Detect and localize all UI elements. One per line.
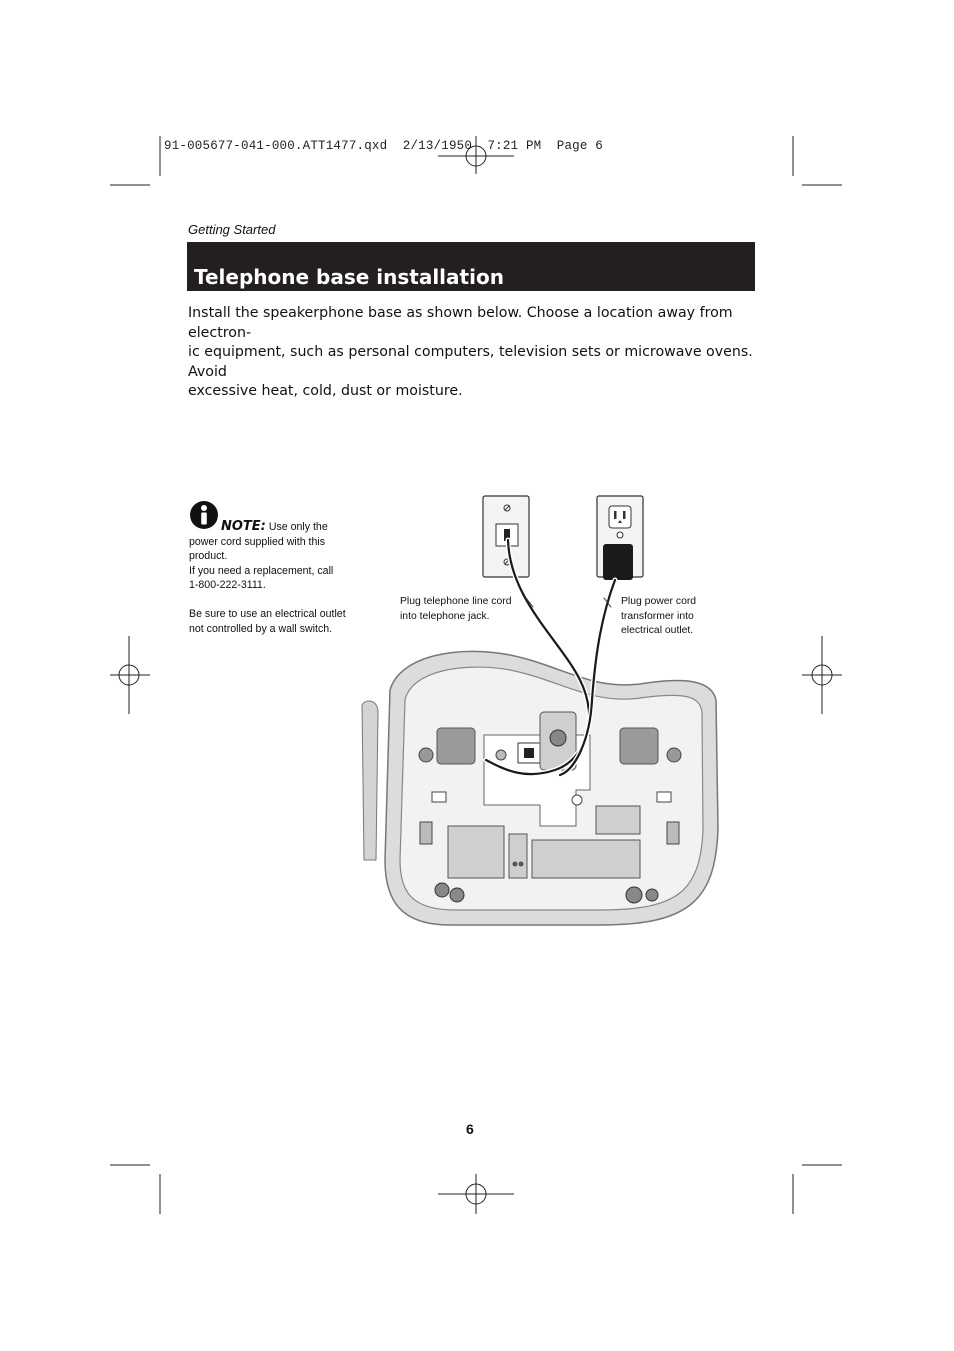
title-bar: Telephone base installation (187, 242, 755, 291)
intro-line: excessive heat, cold, dust or moisture. (188, 383, 463, 399)
power-outlet-callout: Plug power cord transformer into electri… (621, 595, 696, 639)
page-title: Telephone base installation (194, 265, 504, 289)
note-line: Be sure to use an electrical outlet (189, 608, 346, 620)
note-first-line: NOTE: Use only the (189, 500, 359, 535)
note-box: NOTE: Use only the power cord supplied w… (189, 500, 359, 636)
callout-line: transformer into (621, 610, 694, 622)
note-line: not controlled by a wall switch. (189, 622, 333, 635)
callout-line: Plug power cord (621, 596, 697, 607)
intro-paragraph: Install the speakerphone base as shown b… (188, 304, 756, 402)
print-slug: 91-005677-041-000.ATT1477.qxd 2/13/1950 … (164, 139, 603, 153)
base-installation-diagram (361, 495, 719, 926)
intro-line: ic equipment, such as personal computers… (188, 344, 753, 380)
telephone-wall-jack (482, 495, 530, 578)
note-line: 1-800-222-3111. (189, 579, 266, 591)
intro-line: Install the speakerphone base as shown b… (188, 305, 733, 341)
callout-line: into telephone jack. (400, 610, 490, 622)
note-line: If you need a replacement, call (189, 564, 334, 577)
speakerphone-base (361, 650, 719, 926)
section-label: Getting Started (188, 222, 276, 237)
electrical-outlet (596, 495, 644, 580)
page-number: 6 (466, 1121, 474, 1137)
phone-jack-callout: Plug telephone line cord into telephone … (400, 595, 512, 624)
info-icon (189, 500, 219, 535)
note-text: Use only the (265, 521, 328, 533)
note-line: product. (189, 550, 228, 562)
note-line: power cord supplied with this (189, 535, 326, 548)
line-cords (483, 537, 618, 778)
note-label: NOTE: (221, 519, 266, 534)
callout-line: electrical outlet. (621, 625, 694, 636)
callout-line: Plug telephone line cord (400, 596, 512, 607)
